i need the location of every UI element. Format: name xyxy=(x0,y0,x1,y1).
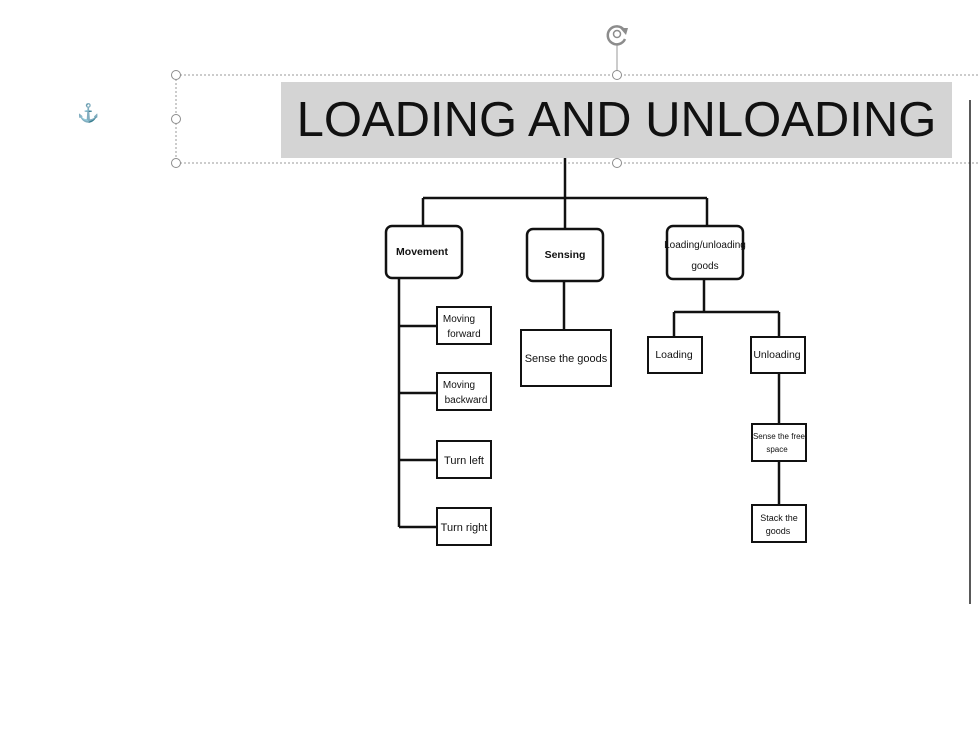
sense-free-space-line2: space xyxy=(766,445,788,454)
node-moving-forward: Moving forward xyxy=(436,306,492,345)
stack-goods-line1: Stack the xyxy=(760,513,798,523)
node-stack-goods: Stack the goods xyxy=(751,504,807,543)
anchor-icon[interactable]: ⚓ xyxy=(77,103,100,123)
node-loading: Loading xyxy=(647,336,703,374)
turn-left-label: Turn left xyxy=(444,455,484,467)
moving-backward-line1: Moving xyxy=(443,380,475,391)
node-sense-free-space: Sense the free space xyxy=(751,423,807,462)
unloading-label: Unloading xyxy=(753,349,800,361)
resize-handle-bottom-center[interactable] xyxy=(612,158,622,168)
node-sense-goods: Sense the goods xyxy=(520,329,612,387)
node-sensing: Sensing xyxy=(525,227,605,283)
resize-handle-bottom-left[interactable] xyxy=(171,158,181,168)
resize-handle-top-center[interactable] xyxy=(612,70,622,80)
node-movement: Movement xyxy=(384,224,464,280)
moving-backward-line2: backward xyxy=(445,395,488,406)
turn-right-label: Turn right xyxy=(441,522,488,534)
loading-label: Loading xyxy=(655,349,693,361)
sensing-label: Sensing xyxy=(545,249,586,261)
title-highlight xyxy=(281,82,952,158)
node-moving-backward: Moving backward xyxy=(436,372,492,411)
connectors xyxy=(397,158,781,529)
loading-unloading-label-line1: Loading/unloading xyxy=(664,240,746,251)
node-unloading: Unloading xyxy=(750,336,806,374)
node-loading-unloading: Loading/unloading goods xyxy=(664,224,746,281)
node-turn-left: Turn left xyxy=(436,440,492,479)
loading-unloading-label-line2: goods xyxy=(691,261,718,272)
node-turn-right: Turn right xyxy=(436,507,492,546)
sense-free-space-line1: Sense the free xyxy=(753,432,806,441)
movement-label: Movement xyxy=(396,246,448,258)
slide-title[interactable]: LOADING AND UNLOADING xyxy=(296,93,937,147)
sense-goods-label: Sense the goods xyxy=(525,353,608,365)
stack-goods-line2: goods xyxy=(766,526,791,536)
resize-handle-top-left[interactable] xyxy=(171,70,181,80)
resize-handle-middle-left[interactable] xyxy=(171,114,181,124)
rotate-handle-icon[interactable] xyxy=(604,22,632,48)
moving-forward-line1: Moving xyxy=(443,314,475,325)
moving-forward-line2: forward xyxy=(447,329,480,340)
